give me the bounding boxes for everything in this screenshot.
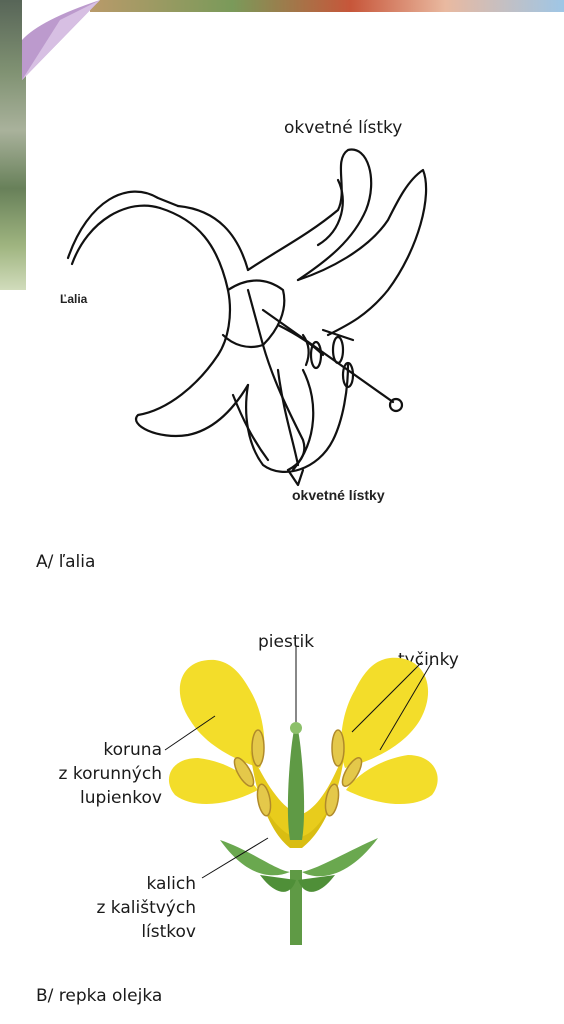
lily-label-top: okvetné lístky bbox=[284, 118, 402, 139]
lily-caption: A/ ľalia bbox=[36, 552, 95, 573]
lily-drawing bbox=[48, 140, 458, 510]
background-photo-top bbox=[90, 0, 564, 12]
rapeseed-caption: B/ repka olejka bbox=[36, 986, 162, 1007]
page-curl-icon bbox=[0, 0, 110, 90]
rapeseed-flower-drawing bbox=[140, 640, 500, 950]
